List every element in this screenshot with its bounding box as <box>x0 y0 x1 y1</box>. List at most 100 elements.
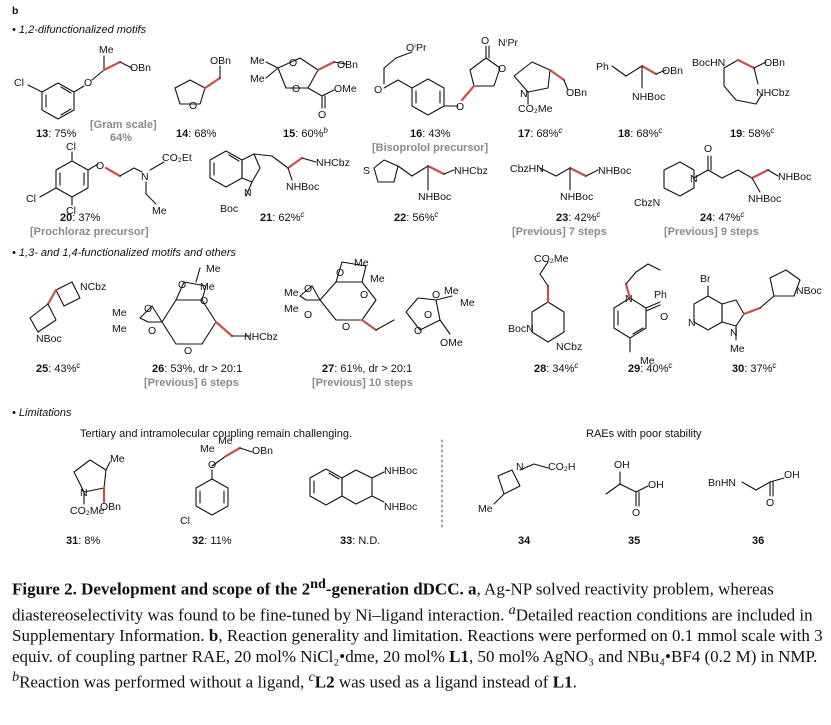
caption-end: . <box>572 672 577 692</box>
structure-27 <box>299 261 453 335</box>
atom-label: CO₂Et <box>162 152 192 164</box>
structure-32 <box>195 446 253 516</box>
structure-18 <box>611 64 667 89</box>
atom-label: CbzN <box>634 197 660 209</box>
atom-label: Ph <box>654 289 667 301</box>
atom-label: Me <box>284 287 299 299</box>
atom-label: O <box>96 160 104 172</box>
atom-label: N <box>244 187 252 199</box>
atom-label: OH <box>614 459 630 471</box>
caption-part-b-label: b <box>208 626 219 646</box>
reaction-scope-figure: b • 1,2-difunctionalized motifs • 1,3- a… <box>12 5 822 547</box>
atom-label: O <box>336 267 344 279</box>
structure-34 <box>493 463 549 505</box>
structure-24 <box>663 155 779 197</box>
structure-35 <box>605 471 649 507</box>
atom-label: NⁱPr <box>498 37 518 49</box>
caption-title: Figure 2. Development and scope of the 2 <box>12 579 311 599</box>
atom-label: OⁱPr <box>406 42 427 54</box>
caption-title-sup: nd <box>310 576 326 592</box>
atom-label: Me <box>206 263 221 275</box>
atom-label: O <box>304 283 312 295</box>
structure-14 <box>174 65 222 105</box>
compound-label-27: 27: 61%, dr > 20:1 <box>322 363 412 375</box>
atom-label: OMe <box>440 337 463 349</box>
atom-label: OBn <box>764 57 785 69</box>
atom-label: Cl <box>66 205 76 217</box>
atom-label: Ph <box>596 61 609 73</box>
caption-footnote-b-mark: b <box>12 669 20 686</box>
atom-label: Me <box>478 503 493 515</box>
atom-label: BnHN <box>708 477 736 489</box>
atom-label: OMe <box>334 83 357 95</box>
atom-label: O <box>189 100 197 112</box>
atom-label: OBn <box>566 87 587 99</box>
atom-label: N <box>690 173 698 185</box>
structure-20 <box>39 151 165 206</box>
atom-label: N <box>516 461 524 473</box>
compound-label-36: 36 <box>752 535 764 547</box>
structure-36 <box>741 477 785 497</box>
atom-label: O <box>292 83 300 95</box>
compound-label-30: 30: 37%c <box>732 361 776 375</box>
caption-title-end: -generation dDCC. <box>325 579 468 599</box>
atom-label: O <box>432 289 440 301</box>
compound-label-16: 16: 43% <box>410 128 451 140</box>
atom-label: Me <box>99 44 114 56</box>
atom-label: Me <box>730 343 745 355</box>
atom-label: CbzHN <box>510 163 544 175</box>
atom-label: OBn <box>662 65 683 77</box>
atom-label: O <box>289 57 297 69</box>
caption-conditions: , 50 mol% AgNO₃ and NBu₄•BF4 (0.2 M) in … <box>468 646 818 666</box>
atom-label: NBoc <box>36 333 62 345</box>
atom-label: Cl <box>180 515 190 527</box>
atom-label: Me <box>354 257 369 269</box>
atom-label: O <box>414 325 422 337</box>
atom-label: O <box>481 35 489 47</box>
compound-label-13: 13: 75% <box>36 128 77 140</box>
compound-label-17: 17: 68%c <box>518 126 562 140</box>
caption-detail: Detailed reaction conditions are include… <box>12 605 813 646</box>
note-bisoprolol: [Bisoprolol precursor] <box>372 142 488 154</box>
atom-label: CO₂Me <box>534 253 569 265</box>
atom-label: Me <box>640 355 655 367</box>
structure-17 <box>513 61 569 105</box>
atom-label: NCbz <box>556 341 582 353</box>
atom-label: O <box>184 345 192 357</box>
compound-label-31: 31: 8% <box>66 535 100 547</box>
compound-label-19: 19: 58%c <box>730 126 774 140</box>
atom-label: O <box>304 309 312 321</box>
atom-label: Me <box>200 443 215 455</box>
atom-labels: OBn Me O Cl O OBn OBn Me Me O O O OMe Oⁱ… <box>14 35 822 527</box>
atom-label: O <box>704 143 712 155</box>
atom-label: OBn <box>100 501 121 513</box>
structure-30 <box>693 269 801 341</box>
atom-label: Me <box>152 205 167 217</box>
atom-label: O <box>360 289 368 301</box>
caption-part-a-text: , Ag-NP solved reactivity problem, where… <box>12 579 774 625</box>
structure-16 <box>383 45 501 116</box>
atom-label: NHCbz <box>756 87 790 99</box>
section-header-3: • Limitations <box>12 407 72 419</box>
atom-label: O <box>200 295 208 307</box>
structure-29 <box>613 263 661 353</box>
structure-25 <box>29 281 81 333</box>
caption-part-a-label: a <box>468 579 477 599</box>
note-previous-6: [Previous] 6 steps <box>144 377 239 389</box>
atom-label: Br <box>700 273 711 285</box>
atom-label: Me <box>460 297 475 309</box>
atom-label: Me <box>112 307 127 319</box>
atom-label: CO₂Me <box>70 505 105 517</box>
structure-19 <box>723 58 767 105</box>
atom-label: OH <box>648 479 664 491</box>
atom-label: NHBoc <box>286 181 319 193</box>
atom-label: NHBoc <box>778 171 811 183</box>
atom-label: NHCbz <box>244 331 278 343</box>
structure-21 <box>209 150 317 197</box>
atom-label: NHBoc <box>418 191 451 203</box>
atom-label: NBoc <box>796 285 822 297</box>
compound-label-14: 14: 68% <box>176 128 217 140</box>
structure-33 <box>309 468 385 506</box>
caption-ligand-l1: L1 <box>449 646 469 666</box>
compound-label-25: 25: 43%c <box>36 361 80 375</box>
